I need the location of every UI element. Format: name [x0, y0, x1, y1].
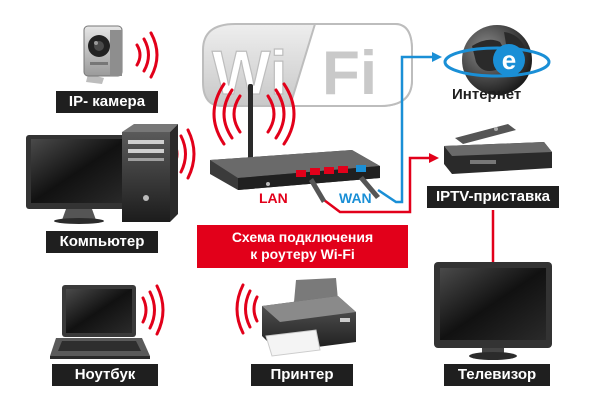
lan-iptv-link: [319, 156, 430, 214]
wan-internet-link: [377, 55, 432, 204]
tv-icon: [434, 262, 552, 360]
laptop-icon: [50, 285, 150, 359]
connection-lines: [319, 52, 495, 262]
router-icon: [210, 84, 380, 203]
svg-text:e: e: [502, 45, 516, 75]
computer-icon: [26, 124, 178, 224]
laptop-signal-icon: [141, 284, 165, 336]
wan-port-label: WAN: [339, 190, 372, 206]
ip-camera-icon: [83, 25, 123, 84]
lan-port-label: LAN: [259, 190, 288, 206]
printer-icon: [262, 278, 356, 357]
printer-signal-icon: [235, 283, 259, 335]
computer-label: Компьютер: [46, 231, 158, 253]
laptop-label: Ноутбук: [52, 364, 158, 386]
wifi-logo: Wi Fi: [202, 23, 413, 109]
caption-line-2: к роутеру Wi-Fi: [250, 246, 355, 262]
router-signal-icon: [212, 82, 296, 146]
tv-label: Телевизор: [444, 364, 550, 386]
wifi-logo-word-right: Fi: [322, 39, 377, 108]
internet-label: Интернет: [452, 86, 522, 103]
caption-line-1: Схема подключения: [231, 229, 374, 245]
internet-globe-icon: e: [443, 25, 551, 95]
iptv-label: IPTV-приставка: [427, 186, 559, 208]
diagram-caption: Схема подключения к роутеру Wi-Fi: [197, 225, 408, 268]
iptv-box-icon: [444, 124, 552, 174]
camera-signal-icon: [135, 31, 159, 79]
printer-label: Принтер: [251, 364, 353, 386]
ip-camera-label: IP- камера: [56, 91, 158, 113]
